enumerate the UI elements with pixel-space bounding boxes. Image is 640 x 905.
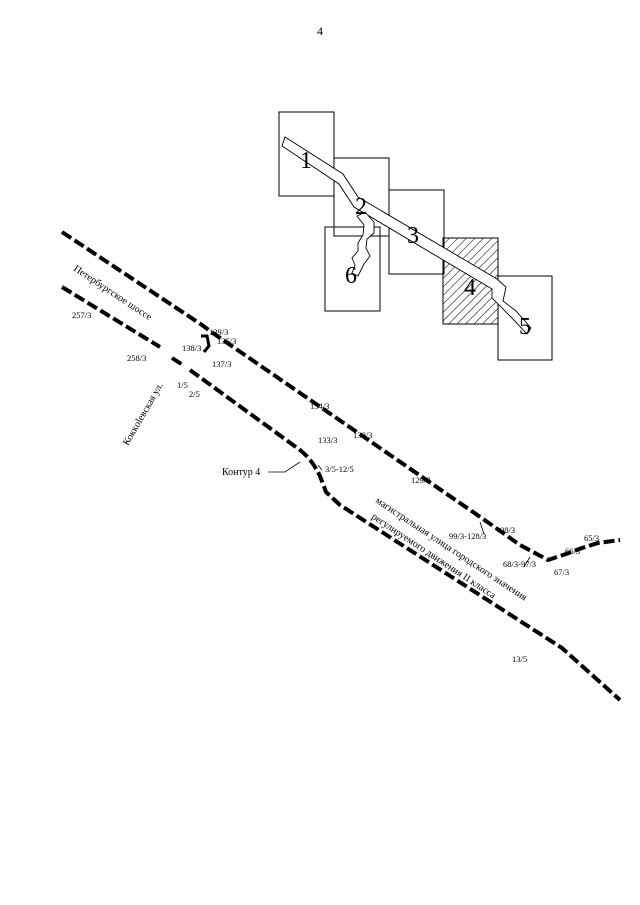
index-route-outline	[281, 136, 532, 335]
street-arterial-line2: регулируемого движения II класса	[369, 511, 498, 601]
index-map: 1 2 3 4 5 6	[278, 111, 553, 361]
parcel-labels: 257/3 258/3 139/3 135/3 138/3 137/3 1/5 …	[72, 310, 599, 664]
parcel-label: 99/3-128/3	[449, 531, 486, 541]
parcel-label: 68/3-97/3	[503, 559, 536, 569]
road-lines	[60, 230, 622, 702]
parcel-label: 258/3	[127, 353, 146, 363]
sheet-1-frame	[278, 111, 335, 197]
sheet-5-frame	[497, 275, 553, 361]
parcel-label: 1/5	[177, 380, 188, 390]
parcel-label: 137/3	[212, 359, 231, 369]
parcel-label: 98/3	[500, 525, 515, 535]
index-branch-outline	[351, 211, 375, 277]
sheet-5-label: 5	[519, 314, 531, 340]
parcel-jog	[201, 334, 211, 353]
sheet-6-label: 6	[345, 263, 357, 289]
sheet-3-label: 3	[407, 223, 419, 249]
contour-leader	[268, 461, 301, 473]
parcel-label: 13/5	[512, 654, 527, 664]
upper-road-line	[60, 230, 621, 563]
parcel-label: 3/5-12/5	[325, 464, 354, 474]
lower-road-line	[60, 285, 622, 702]
parcel-label: 133/3	[318, 435, 337, 445]
parcel-label: 139/3	[209, 327, 228, 337]
sheet-3-frame	[388, 189, 445, 275]
sheet-1-label: 1	[300, 148, 312, 174]
parcel-label: 2/5	[189, 389, 200, 399]
sheet-4-label: 4	[464, 275, 476, 301]
parcel-label: 65/3	[584, 533, 599, 543]
leader-ticks	[317, 464, 531, 568]
sheet-6-frame	[324, 226, 381, 312]
parcel-label: 130/3	[353, 430, 372, 440]
street-kokkolevskaya: Коккolевская ул.	[121, 381, 166, 448]
sheet-2-label: 2	[355, 194, 367, 220]
street-arterial-line1: магистральная улица городского значения	[373, 495, 529, 603]
page-number: 4	[317, 24, 323, 38]
parcel-label: 66/3	[565, 546, 580, 556]
parcel-label: 134/3	[310, 401, 329, 411]
parcel-label: 129/3	[411, 475, 430, 485]
parcel-label: 67/3	[554, 567, 569, 577]
parcel-label: 138/3	[182, 343, 201, 353]
contour-label: Контур 4	[222, 467, 260, 478]
parcel-label: 257/3	[72, 310, 91, 320]
parcel-label: 135/3	[217, 336, 236, 346]
